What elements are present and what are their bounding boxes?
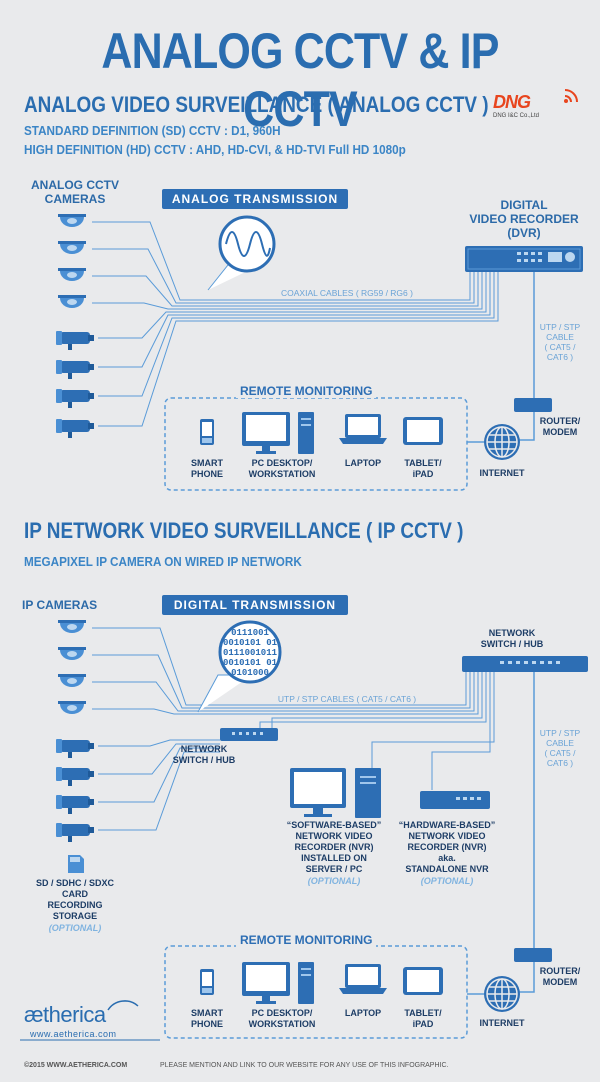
router-device (514, 398, 552, 412)
network-switch-top (462, 656, 588, 672)
analog-internet-label: INTERNET (479, 468, 525, 478)
software-nvr-optional: (OPTIONAL) (307, 876, 361, 886)
ip-device-desktop: PC DESKTOP/ WORKSTATION (248, 1008, 316, 1029)
analog-device-phone: SMART PHONE (190, 458, 223, 479)
network-switch-middle-label: NETWORK SWITCH / HUB (172, 744, 236, 765)
aetherica-logo: ætherica (24, 1002, 106, 1027)
software-nvr-pc (290, 768, 381, 818)
ip-device-laptop: LAPTOP (344, 1008, 382, 1018)
sd-card-icon (68, 855, 84, 873)
digital-binary-magnifier (197, 620, 282, 713)
ip-line1: MEGAPIXEL IP CAMERA ON WIRED IP NETWORK (24, 554, 302, 569)
network-switch-top-label: NETWORK SWITCH / HUB (480, 628, 544, 649)
dvr-device (465, 246, 583, 272)
analog-transmission-banner: ANALOG TRANSMISSION (162, 189, 348, 209)
ip-internet-label: INTERNET (479, 1018, 525, 1028)
ip-router-label: ROUTER/ MODEM (539, 966, 581, 987)
network-switch-middle (220, 728, 278, 741)
sd-card-label: SD / SDHC / SDXC CARD RECORDING STORAGE (35, 878, 114, 921)
software-nvr-label: “SOFTWARE-BASED” NETWORK VIDEO RECORDER … (286, 820, 382, 874)
utp-cables-label: UTP / STP CABLES ( CAT5 / CAT6 ) (277, 694, 417, 704)
digital-transmission-banner: DIGITAL TRANSMISSION (162, 595, 348, 615)
remote-monitoring-box-analog (164, 397, 468, 491)
ip-device-phone: SMART PHONE (190, 1008, 223, 1029)
ip-utp-label: UTP / STP CABLE ( CAT5 / CAT6 ) (539, 728, 581, 768)
coaxial-cables (92, 221, 499, 427)
dng-logo-waves (564, 89, 578, 103)
hardware-nvr-label: “HARDWARE-BASED” NETWORK VIDEO RECORDER … (398, 820, 496, 874)
coaxial-label: COAXIAL CABLES ( RG59 / RG6 ) (281, 288, 413, 298)
ip-remote-monitoring-title: REMOTE MONITORING (236, 931, 377, 949)
analog-device-tablet: TABLET/ iPAD (404, 458, 442, 479)
dvr-label: DIGITAL VIDEO RECORDER (DVR) (469, 198, 579, 240)
aetherica-url: www.aetherica.com (30, 1029, 117, 1039)
hardware-nvr-device (420, 791, 490, 809)
analog-heading: ANALOG VIDEO SURVEILLANCE ( ANALOG CCTV … (24, 92, 489, 117)
analog-wave-magnifier (207, 215, 276, 291)
dng-logo: DNG (493, 92, 531, 112)
analog-remote-monitoring-title: REMOTE MONITORING (236, 382, 377, 400)
footer-copyright: ©2015 WWW.AETHERICA.COM (24, 1062, 128, 1069)
ip-heading: IP NETWORK VIDEO SURVEILLANCE ( IP CCTV … (24, 518, 464, 543)
page-title: ANALOG CCTV & IP CCTV (101, 23, 499, 137)
analog-device-laptop: LAPTOP (344, 458, 382, 468)
ip-device-tablet: TABLET/ iPAD (404, 1008, 442, 1029)
dng-logo-sub: DNG I&C Co.,Ltd (493, 113, 540, 119)
analog-device-desktop: PC DESKTOP/ WORKSTATION (248, 458, 316, 479)
analog-router-label: ROUTER/ MODEM (539, 416, 581, 437)
analog-utp-label: UTP / STP CABLE ( CAT5 / CAT6 ) (539, 322, 581, 362)
utp-cables-ip (92, 627, 495, 831)
sd-card-optional: (OPTIONAL) (48, 923, 102, 933)
router-device-ip (514, 948, 552, 962)
remote-monitoring-box-ip (164, 945, 468, 1039)
footer-note: PLEASE MENTION AND LINK TO OUR WEBSITE F… (160, 1062, 449, 1069)
analog-line1: STANDARD DEFINITION (SD) CCTV : D1, 960H (24, 123, 281, 138)
analog-line2: HIGH DEFINITION (HD) CCTV : AHD, HD-CVI,… (24, 142, 406, 157)
analog-cameras-label: ANALOG CCTV CAMERAS (31, 178, 119, 206)
ip-cameras-label: IP CAMERAS (22, 598, 98, 612)
hardware-nvr-optional: (OPTIONAL) (420, 876, 474, 886)
